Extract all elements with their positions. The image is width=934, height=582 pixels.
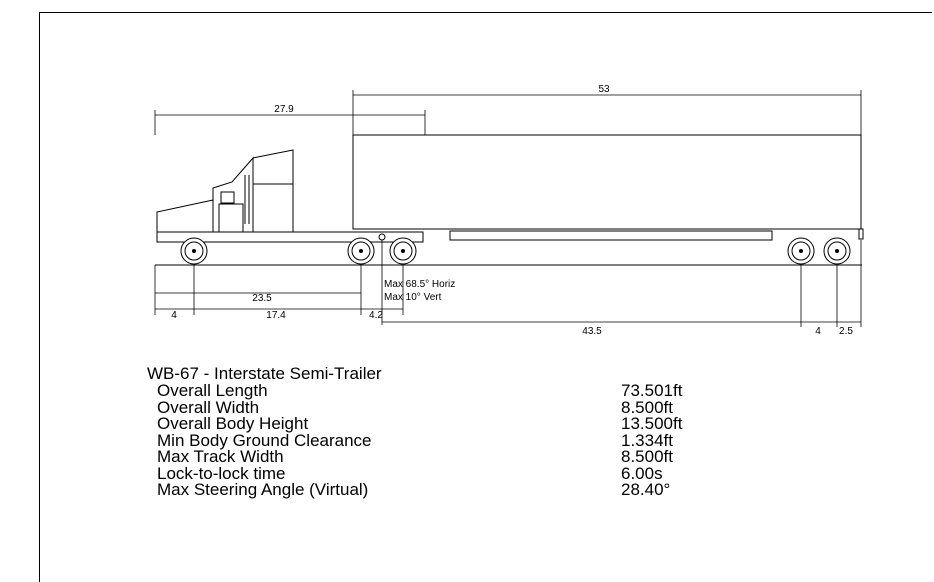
tractor-chassis bbox=[156, 231, 424, 243]
cab-door bbox=[218, 203, 244, 233]
dim-trailer-tandem-spacing: 4 bbox=[815, 326, 821, 337]
dim-tractor-axle-spacing: 17.4 bbox=[266, 310, 286, 321]
dim-kingpin-offset: 4.2 bbox=[369, 310, 383, 321]
trailer-wheel-2 bbox=[823, 237, 851, 265]
drive-wheel-1 bbox=[347, 237, 375, 265]
sleeper bbox=[252, 183, 294, 232]
spec-value: 28.40° bbox=[621, 480, 671, 499]
dim-trailer-wheelbase: 43.5 bbox=[582, 326, 602, 337]
spec-value: 13.500ft bbox=[621, 414, 683, 433]
trailer-underframe bbox=[449, 230, 773, 241]
trailer-wheel-1 bbox=[787, 237, 815, 265]
spec-label: Max Track Width bbox=[157, 447, 284, 466]
spec-label: Overall Width bbox=[157, 397, 260, 417]
spec-value: 1.334ft bbox=[621, 430, 673, 450]
spec-label: Overall Body Height bbox=[157, 414, 309, 433]
drive-wheel-2 bbox=[389, 237, 417, 265]
spec-value: 73.501ft bbox=[621, 381, 683, 400]
kingpin bbox=[378, 233, 386, 241]
front-wheel bbox=[180, 237, 208, 265]
rear-bumper bbox=[858, 228, 864, 240]
spec-label: Overall Length bbox=[157, 381, 268, 400]
drawing-frame bbox=[39, 12, 932, 582]
cab-hood bbox=[156, 199, 214, 233]
dim-rear-overhang: 2.5 bbox=[839, 326, 853, 337]
articulation-vert: Max 10° Vert bbox=[384, 292, 442, 303]
spec-label: Max Steering Angle (Virtual) bbox=[157, 480, 369, 499]
spec-value: 6.00s bbox=[621, 463, 663, 483]
dim-trailer-length: 53 bbox=[598, 84, 610, 95]
spec-value: 8.500ft bbox=[621, 447, 673, 466]
dim-front-overhang-to-kingpin: 27.9 bbox=[274, 104, 294, 115]
sleeper-fairing bbox=[252, 149, 294, 184]
spec-label: Min Body Ground Clearance bbox=[157, 430, 372, 450]
dim-tractor-wheelbase: 23.5 bbox=[252, 293, 272, 304]
articulation-horiz: Max 68.5° Horiz bbox=[384, 279, 455, 290]
spec-label: Lock-to-lock time bbox=[157, 463, 286, 483]
cab-window bbox=[220, 191, 235, 204]
spec-value: 8.500ft bbox=[621, 397, 673, 417]
dim-front-overhang: 4 bbox=[171, 310, 177, 321]
trailer-body bbox=[352, 134, 862, 230]
vehicle-title: WB-67 - Interstate Semi-Trailer bbox=[147, 364, 382, 383]
